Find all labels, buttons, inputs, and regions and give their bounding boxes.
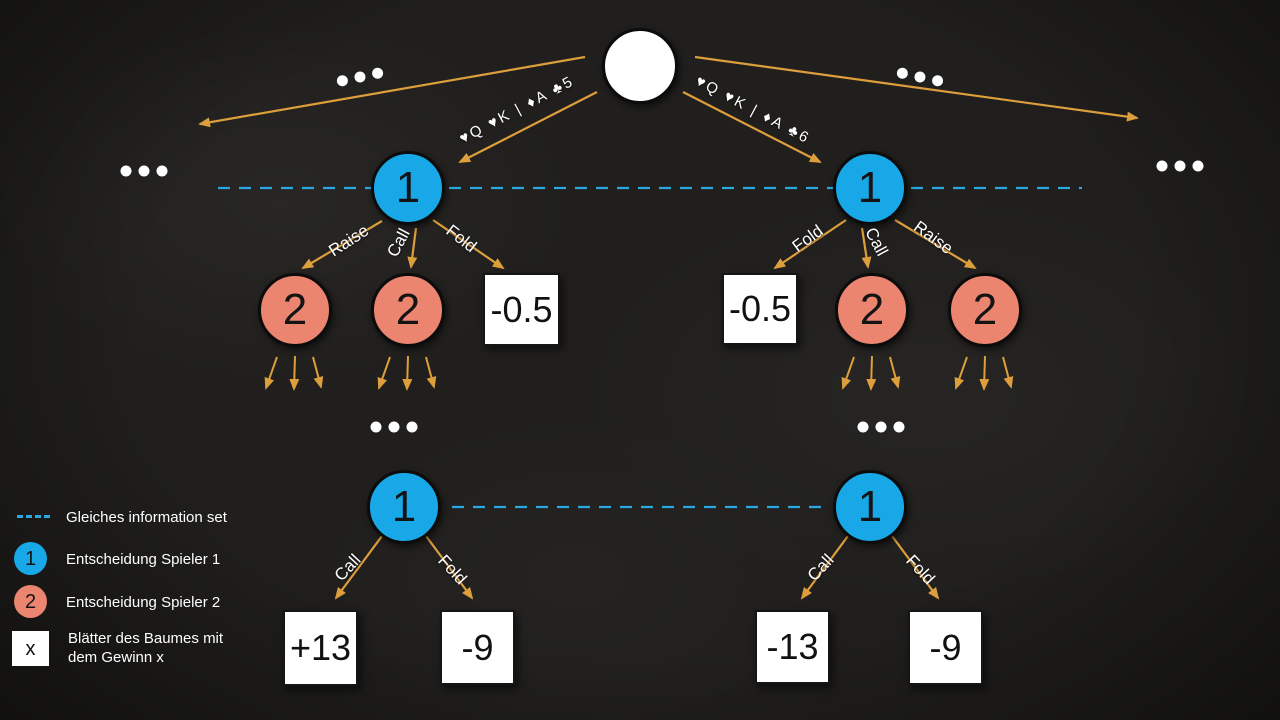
subtree-arrow	[841, 356, 855, 390]
edge-fold-bottom-right	[891, 535, 940, 600]
player2-node: 2	[371, 273, 445, 347]
legend-label-leaves: Blätter des Baumes mit dem Gewinn x	[68, 630, 224, 666]
ellipsis-icon	[370, 421, 418, 433]
ellipsis-icon	[857, 421, 905, 433]
deal-edge-left	[458, 91, 598, 163]
edge-fold-left	[432, 219, 505, 270]
player1-node-top-left: 1	[371, 151, 445, 225]
player2-node: 2	[948, 273, 1022, 347]
player1-node-bottom-right: 1	[833, 470, 907, 544]
player1-node-bottom-left: 1	[367, 470, 441, 544]
infoset-line-swatch	[17, 515, 50, 518]
leaf-payoff: -0.5	[483, 273, 560, 346]
subtree-arrow	[312, 356, 324, 389]
ellipsis-icon	[1156, 160, 1204, 172]
subtree-arrow	[889, 356, 901, 389]
leaf-payoff: -13	[755, 610, 830, 684]
player2-node: 2	[835, 273, 909, 347]
deal-edge-far-left	[198, 55, 586, 128]
player2-node-swatch: 2	[14, 585, 47, 618]
subtree-arrow	[979, 355, 990, 391]
subtree-arrow	[289, 355, 300, 391]
subtree-arrow	[402, 355, 413, 391]
leaf-payoff: +13	[283, 610, 358, 686]
legend-label-player1: Entscheidung Spieler 1	[66, 551, 221, 568]
leaf-payoff: -0.5	[722, 273, 798, 345]
edge-fold-right	[773, 219, 847, 270]
ellipsis-icon	[120, 165, 168, 177]
leaf-payoff: -9	[908, 610, 983, 685]
deal-edge-far-right	[694, 55, 1139, 122]
player1-node-swatch: 1	[14, 542, 47, 575]
edge-raise-left	[301, 220, 383, 270]
leaf-payoff: -9	[440, 610, 515, 685]
edge-call-left	[407, 227, 418, 269]
legend-label-player2: Entscheidung Spieler 2	[66, 594, 221, 611]
edge-raise-right	[894, 219, 977, 270]
deal-edge-right	[682, 91, 822, 163]
subtree-arrow	[1002, 356, 1014, 389]
subtree-arrow	[954, 356, 968, 390]
subtree-arrow	[377, 356, 391, 390]
edge-fold-bottom-left	[425, 535, 474, 600]
edge-call-bottom-right	[800, 535, 849, 600]
subtree-arrow	[425, 356, 437, 389]
leaf-box-swatch: x	[12, 631, 49, 666]
subtree-arrow	[264, 356, 278, 390]
edge-call-bottom-left	[334, 535, 383, 600]
legend-label-infoset: Gleiches information set	[66, 509, 227, 526]
player1-node-top-right: 1	[833, 151, 907, 225]
subtree-arrow	[866, 355, 877, 391]
edge-call-right	[860, 227, 872, 269]
player2-node: 2	[258, 273, 332, 347]
chance-node	[602, 28, 678, 104]
